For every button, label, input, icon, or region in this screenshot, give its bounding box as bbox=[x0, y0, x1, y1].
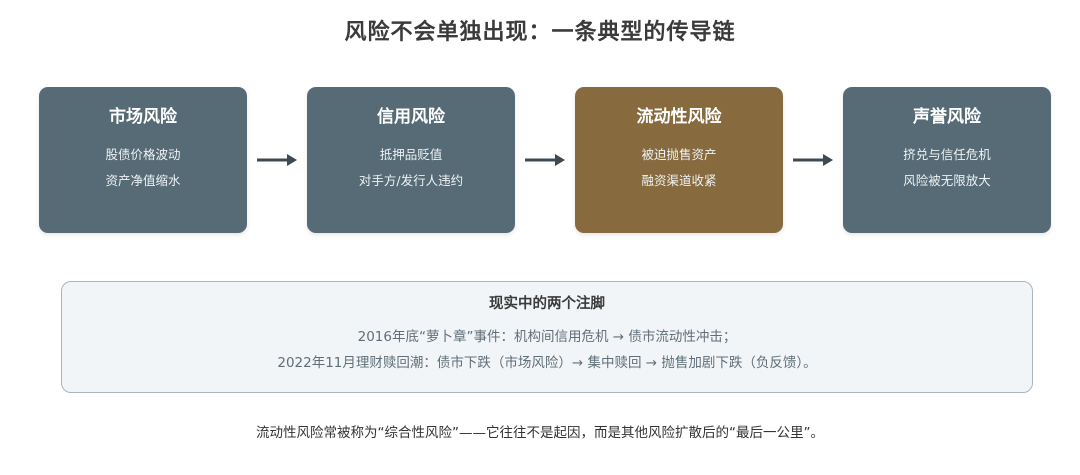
page-title: 风险不会单独出现：一条典型的传导链 bbox=[344, 19, 736, 45]
card-line: 股债价格波动 bbox=[105, 147, 181, 162]
card-credit-risk: 信用风险 抵押品贬值 对手方/发行人违约 bbox=[307, 87, 515, 233]
card-line: 挤兑与信任危机 bbox=[903, 147, 991, 162]
card-line: 资产净值缩水 bbox=[105, 173, 181, 188]
notes-line: 2022年11月理财赎回潮：债市下跌（市场风险）→ 集中赎回 → 抛售加剧下跌（… bbox=[277, 355, 817, 371]
right-arrow-icon bbox=[525, 154, 565, 166]
card-title: 信用风险 bbox=[377, 107, 445, 127]
notes-title: 现实中的两个注脚 bbox=[489, 295, 605, 312]
right-arrow-icon bbox=[257, 154, 297, 166]
risk-transmission-chain: 市场风险 股债价格波动 资产净值缩水 信用风险 抵押品贬值 对手方/发行人违约 … bbox=[39, 87, 1051, 233]
right-arrow-icon bbox=[793, 154, 833, 166]
card-market-risk: 市场风险 股债价格波动 资产净值缩水 bbox=[39, 87, 247, 233]
card-line: 被迫抛售资产 bbox=[641, 147, 717, 162]
card-title: 流动性风险 bbox=[636, 107, 722, 127]
footer-note: 流动性风险常被称为“综合性风险”——它往往不是起因，而是其他风险扩散后的“最后一… bbox=[256, 425, 824, 441]
card-title: 声誉风险 bbox=[913, 107, 981, 127]
card-line: 风险被无限放大 bbox=[903, 173, 991, 188]
card-liquidity-risk: 流动性风险 被迫抛售资产 融资渠道收紧 bbox=[575, 87, 783, 233]
card-line: 抵押品贬值 bbox=[379, 147, 443, 162]
notes-box: 现实中的两个注脚 2016年底“萝卜章”事件：机构间信用危机 → 债市流动性冲击… bbox=[61, 281, 1033, 393]
card-reputation-risk: 声誉风险 挤兑与信任危机 风险被无限放大 bbox=[843, 87, 1051, 233]
card-line: 融资渠道收紧 bbox=[641, 173, 717, 188]
card-title: 市场风险 bbox=[109, 107, 177, 127]
notes-line: 2016年底“萝卜章”事件：机构间信用危机 → 债市流动性冲击； bbox=[357, 329, 737, 345]
card-line: 对手方/发行人违约 bbox=[358, 173, 464, 188]
